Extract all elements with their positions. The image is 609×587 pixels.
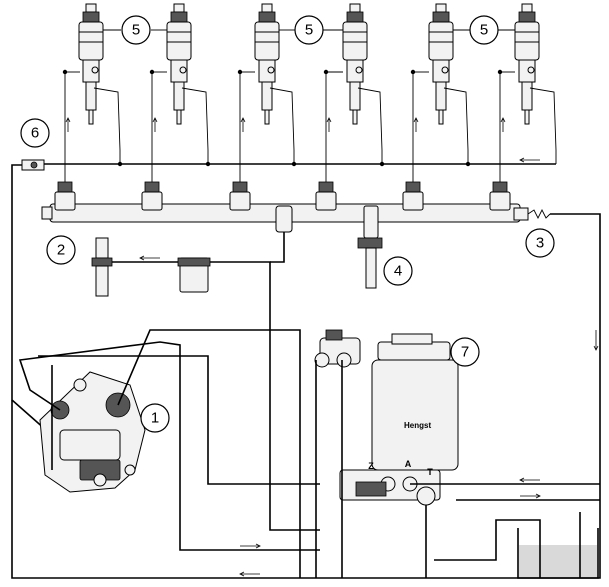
- high-pressure-lines: [91, 232, 320, 531]
- return-valve-group: [11, 159, 601, 579]
- callout-5b: 5: [305, 22, 313, 39]
- port-t-label: T: [427, 467, 433, 477]
- injector-5: [428, 3, 454, 125]
- filter-brand: Hengst: [404, 421, 431, 430]
- injector-4: [342, 3, 368, 125]
- injector-return-lines: [22, 69, 557, 182]
- injector-1: [78, 3, 104, 125]
- fuel-filter: Hengst: [314, 329, 600, 578]
- callout-6: 6: [31, 125, 39, 142]
- high-pressure-pump: [18, 329, 320, 578]
- injector-2: [166, 3, 192, 125]
- callout-5c: 5: [480, 22, 488, 39]
- flow-arrows: [65, 117, 599, 577]
- callout-2: 2: [57, 242, 65, 259]
- injector-6: [514, 3, 540, 125]
- callouts: 5 5 5 6 2 3 4 7 1 Z A T: [20, 15, 555, 477]
- callout-7: 7: [461, 344, 469, 361]
- callout-4: 4: [394, 263, 402, 280]
- common-rail: [41, 181, 551, 289]
- callout-5a: 5: [132, 22, 140, 39]
- port-z-label: Z: [368, 461, 374, 471]
- port-a-label: A: [405, 459, 412, 469]
- callout-1: 1: [151, 410, 159, 427]
- fuel-tank: [434, 512, 599, 579]
- injector-3: [254, 3, 280, 125]
- callout-3: 3: [536, 235, 544, 252]
